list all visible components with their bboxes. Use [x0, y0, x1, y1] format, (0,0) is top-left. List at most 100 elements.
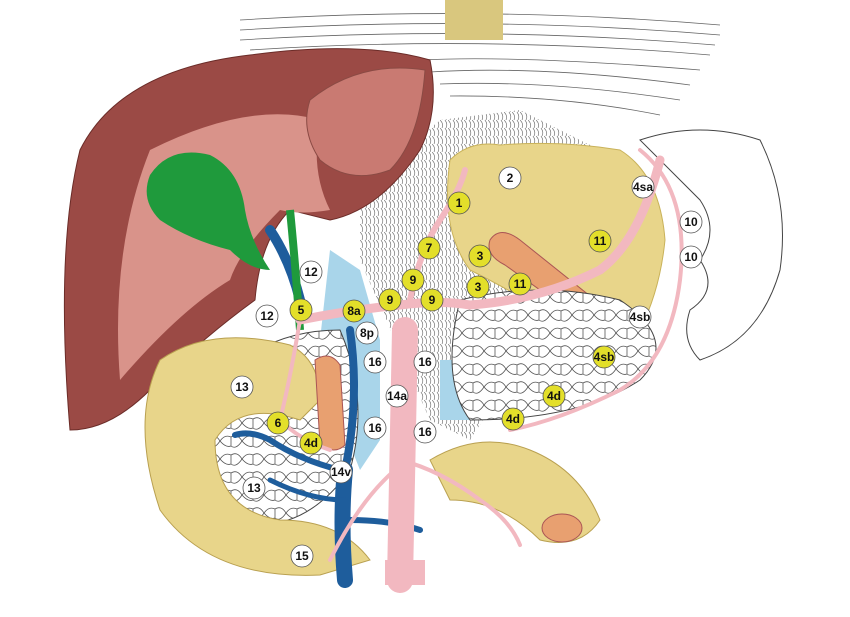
lymph-node-circle [413, 420, 437, 444]
lymph-node-label: 9 [429, 293, 436, 307]
lymph-node-circle [255, 304, 279, 328]
lymph-node-circle [508, 272, 532, 296]
lymph-node-label: 8a [347, 304, 361, 318]
lymph-node-7: 7 [417, 236, 441, 260]
lymph-node-circle [498, 166, 522, 190]
liver-caudate [306, 67, 426, 177]
lymph-node-label: 14v [331, 465, 351, 479]
lymph-node-14a: 14a [385, 384, 409, 408]
lymph-node-circle [466, 275, 490, 299]
lymph-node-circle [417, 236, 441, 260]
lymph-node-label: 9 [410, 273, 417, 287]
lymph-node-15: 15 [290, 544, 314, 568]
lymph-node-9: 9 [420, 288, 444, 312]
lymph-node-label: 7 [426, 241, 433, 255]
lymph-node-label: 12 [304, 265, 318, 279]
lymph-node-label: 11 [594, 234, 607, 248]
lymph-node-6: 6 [266, 411, 290, 435]
gallbladder [146, 152, 270, 270]
lymph-node-circle [588, 229, 612, 253]
lymph-node-5: 5 [289, 298, 313, 322]
lymph-node-label: 3 [475, 280, 482, 294]
lymph-node-16: 16 [413, 350, 437, 374]
lymph-node-label: 1 [456, 196, 463, 210]
lymph-node-9: 9 [401, 268, 425, 292]
duodenum [144, 337, 371, 576]
lymph-node-4d: 4d [542, 384, 566, 408]
lymph-node-circle [378, 288, 402, 312]
lymph-node-label: 6 [275, 416, 282, 430]
lymph-node-label: 9 [387, 293, 394, 307]
lymph-node-label: 2 [507, 171, 514, 185]
lymph-node-label: 4d [547, 389, 561, 403]
lymph-node-14v: 14v [329, 460, 353, 484]
lymph-node-9: 9 [378, 288, 402, 312]
lymph-node-label: 16 [368, 355, 382, 369]
lymph-node-16: 16 [363, 350, 387, 374]
lymph-node-4sb: 4sb [592, 345, 616, 369]
lymph-node-4d: 4d [299, 431, 323, 455]
lymph-node-4sb: 4sb [628, 305, 652, 329]
lymph-node-circle [385, 384, 409, 408]
lymph-node-label: 4sb [630, 310, 651, 324]
lymph-node-circle [447, 191, 471, 215]
lymph-node-11: 11 [508, 272, 532, 296]
lymph-node-label: 4d [304, 436, 318, 450]
lymph-node-label: 10 [684, 215, 698, 229]
lymph-node-2: 2 [498, 166, 522, 190]
lymph-node-label: 16 [418, 355, 432, 369]
lymph-node-circle [289, 298, 313, 322]
lymph-node-1: 1 [447, 191, 471, 215]
lymph-node-label: 13 [247, 481, 261, 495]
lymph-node-circle [329, 460, 353, 484]
lymph-node-label: 14a [387, 389, 407, 403]
lymph-node-label: 16 [368, 421, 382, 435]
lymph-node-8a: 8a [342, 299, 366, 323]
lymph-node-circle [299, 260, 323, 284]
stomach [447, 142, 666, 339]
lymph-node-label: 4sa [633, 180, 653, 194]
lymph-node-16: 16 [363, 416, 387, 440]
lymph-node-label: 10 [684, 250, 698, 264]
lymph-node-circle [628, 305, 652, 329]
lymph-node-label: 8p [360, 326, 374, 340]
esophagus [445, 0, 503, 40]
lymph-node-label: 11 [514, 277, 527, 291]
lymph-node-circle [679, 245, 703, 269]
lymph-node-circle [501, 407, 525, 431]
lymph-node-circle [592, 345, 616, 369]
lymph-node-circle [363, 350, 387, 374]
lymph-node-12: 12 [255, 304, 279, 328]
lymph-node-circle [266, 411, 290, 435]
lymph-node-circle [420, 288, 444, 312]
lymph-node-circle [230, 375, 254, 399]
lymph-node-circle [631, 175, 655, 199]
lymph-node-3: 3 [466, 275, 490, 299]
lymph-node-11: 11 [588, 229, 612, 253]
lymph-node-circle [299, 431, 323, 455]
lymph-node-13: 13 [230, 375, 254, 399]
lymph-node-label: 13 [235, 380, 249, 394]
lymph-node-circle [242, 476, 266, 500]
lymph-node-label: 15 [295, 549, 309, 563]
arteries [277, 148, 684, 593]
lymph-node-label: 3 [477, 249, 484, 263]
lymph-node-label: 5 [298, 303, 305, 317]
lymph-node-circle [542, 384, 566, 408]
jejunum-cut [541, 513, 583, 543]
lymph-node-circle [401, 268, 425, 292]
pancreas [451, 289, 657, 421]
lymph-node-circle [355, 321, 379, 345]
lymph-node-label: 12 [260, 309, 274, 323]
lymph-node-3: 3 [468, 244, 492, 268]
lymph-node-4d: 4d [501, 407, 525, 431]
lymph-node-10: 10 [679, 245, 703, 269]
lymph-node-4sa: 4sa [631, 175, 655, 199]
lymph-node-13: 13 [242, 476, 266, 500]
spleen [639, 129, 783, 361]
lymph-node-circle [363, 416, 387, 440]
lymph-node-8p: 8p [355, 321, 379, 345]
